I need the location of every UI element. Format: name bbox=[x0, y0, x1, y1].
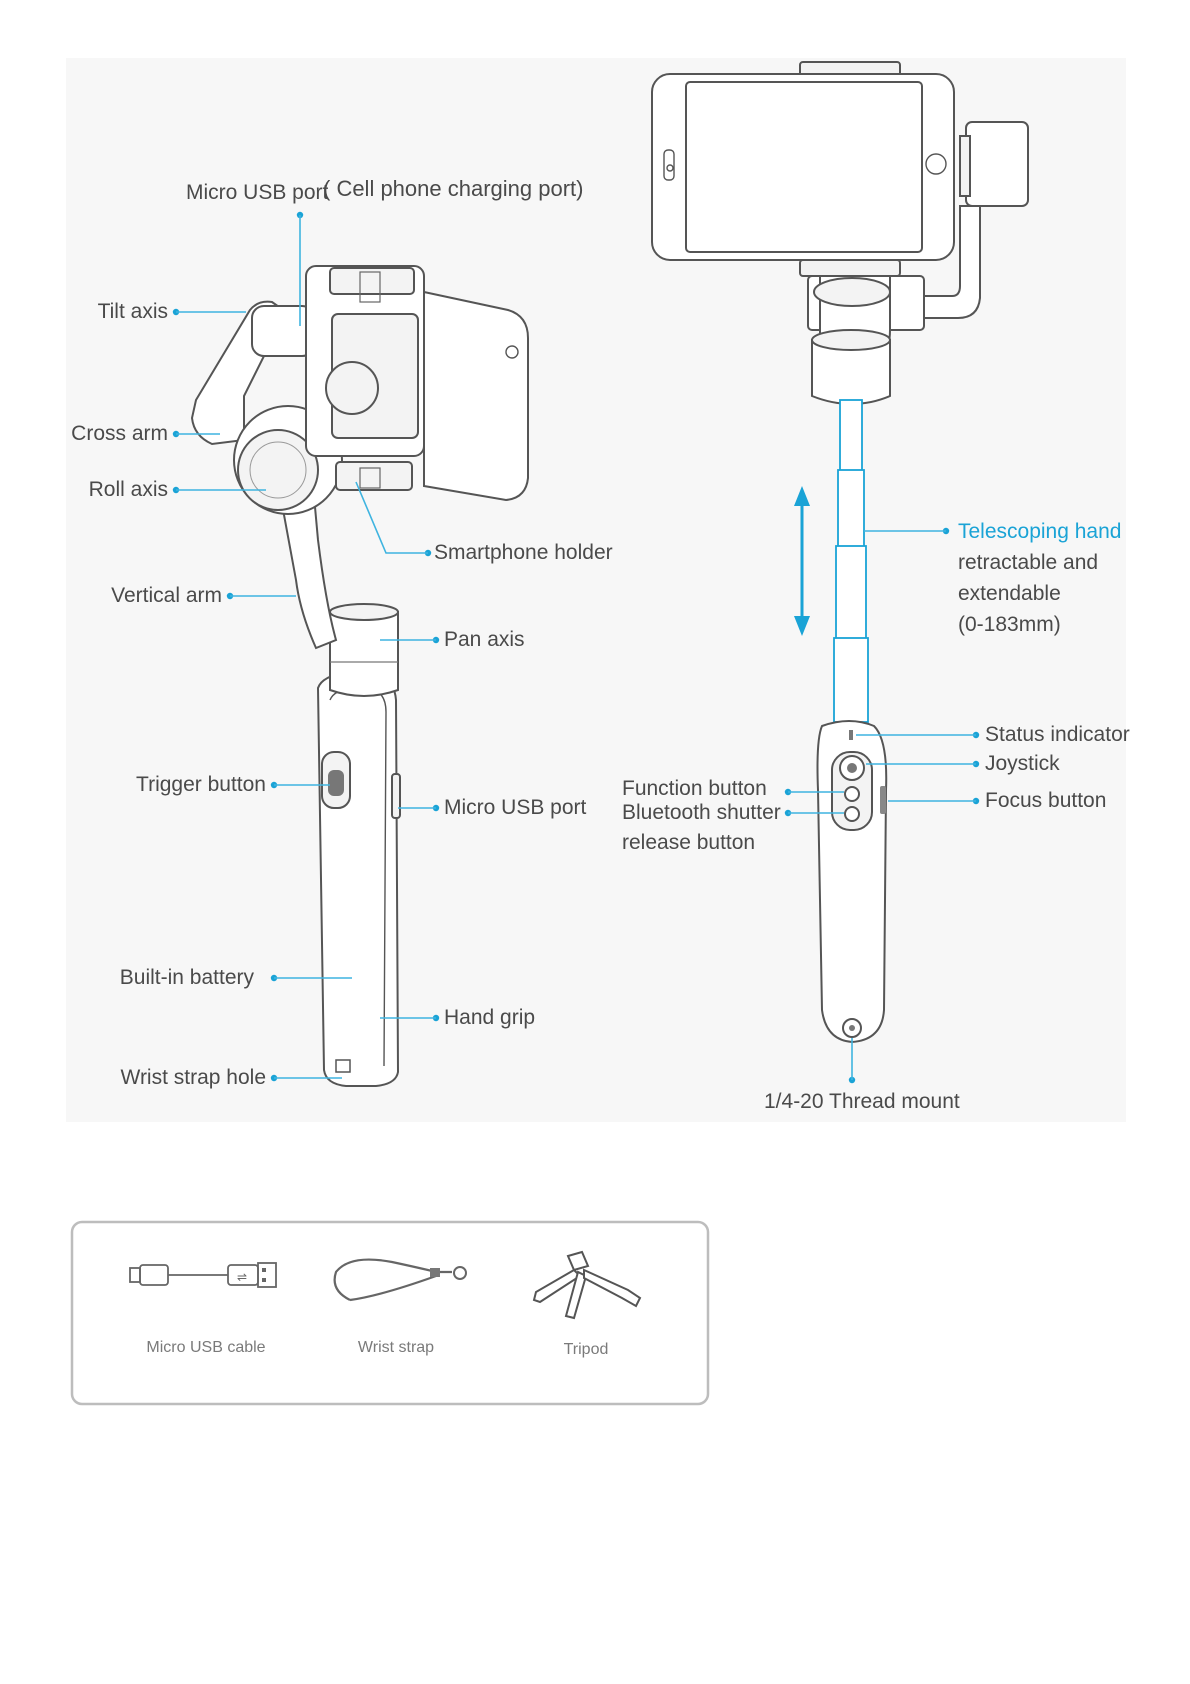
label-wrist-strap-hole: Wrist strap hole bbox=[121, 1066, 267, 1089]
accessory-label-tripod: Tripod bbox=[564, 1341, 609, 1358]
label-telescoping-line3: extendable bbox=[958, 582, 1061, 605]
accessory-label-usb-cable: Micro USB cable bbox=[146, 1339, 265, 1356]
label-bluetooth-line1: Bluetooth shutter bbox=[622, 801, 781, 824]
label-built-in-battery: Built-in battery bbox=[120, 966, 255, 989]
label-telescoping-line2: retractable and bbox=[958, 551, 1098, 574]
label-tilt-axis: Tilt axis bbox=[98, 300, 168, 323]
label-hand-grip: Hand grip bbox=[444, 1006, 535, 1029]
accessory-label-wrist-strap: Wrist strap bbox=[358, 1339, 434, 1356]
svg-text:⇌: ⇌ bbox=[237, 1270, 247, 1284]
label-focus-button: Focus button bbox=[985, 789, 1106, 812]
accessories-panel: ⇌ Micro USB cable Wrist strap Tripod bbox=[72, 1222, 708, 1404]
label-roll-axis: Roll axis bbox=[89, 478, 168, 501]
label-micro-usb-port: Micro USB port bbox=[444, 796, 587, 819]
label-micro-usb-top-note: ( Cell phone charging port) bbox=[323, 176, 583, 201]
label-function-button: Function button bbox=[622, 777, 767, 800]
label-micro-usb-top: Micro USB port bbox=[186, 181, 329, 204]
label-joystick: Joystick bbox=[985, 752, 1060, 775]
label-bluetooth-line2: release button bbox=[622, 831, 755, 854]
label-thread-mount: 1/4-20 Thread mount bbox=[764, 1090, 960, 1113]
label-smartphone-holder: Smartphone holder bbox=[434, 541, 613, 564]
label-status-indicator: Status indicator bbox=[985, 723, 1130, 746]
label-telescoping-line4: (0-183mm) bbox=[958, 613, 1061, 636]
label-vertical-arm: Vertical arm bbox=[111, 584, 222, 607]
label-pan-axis: Pan axis bbox=[444, 628, 525, 651]
label-trigger-button: Trigger button bbox=[136, 773, 266, 796]
label-cross-arm: Cross arm bbox=[71, 422, 168, 445]
label-telescoping-title: Telescoping hand bbox=[958, 520, 1121, 543]
